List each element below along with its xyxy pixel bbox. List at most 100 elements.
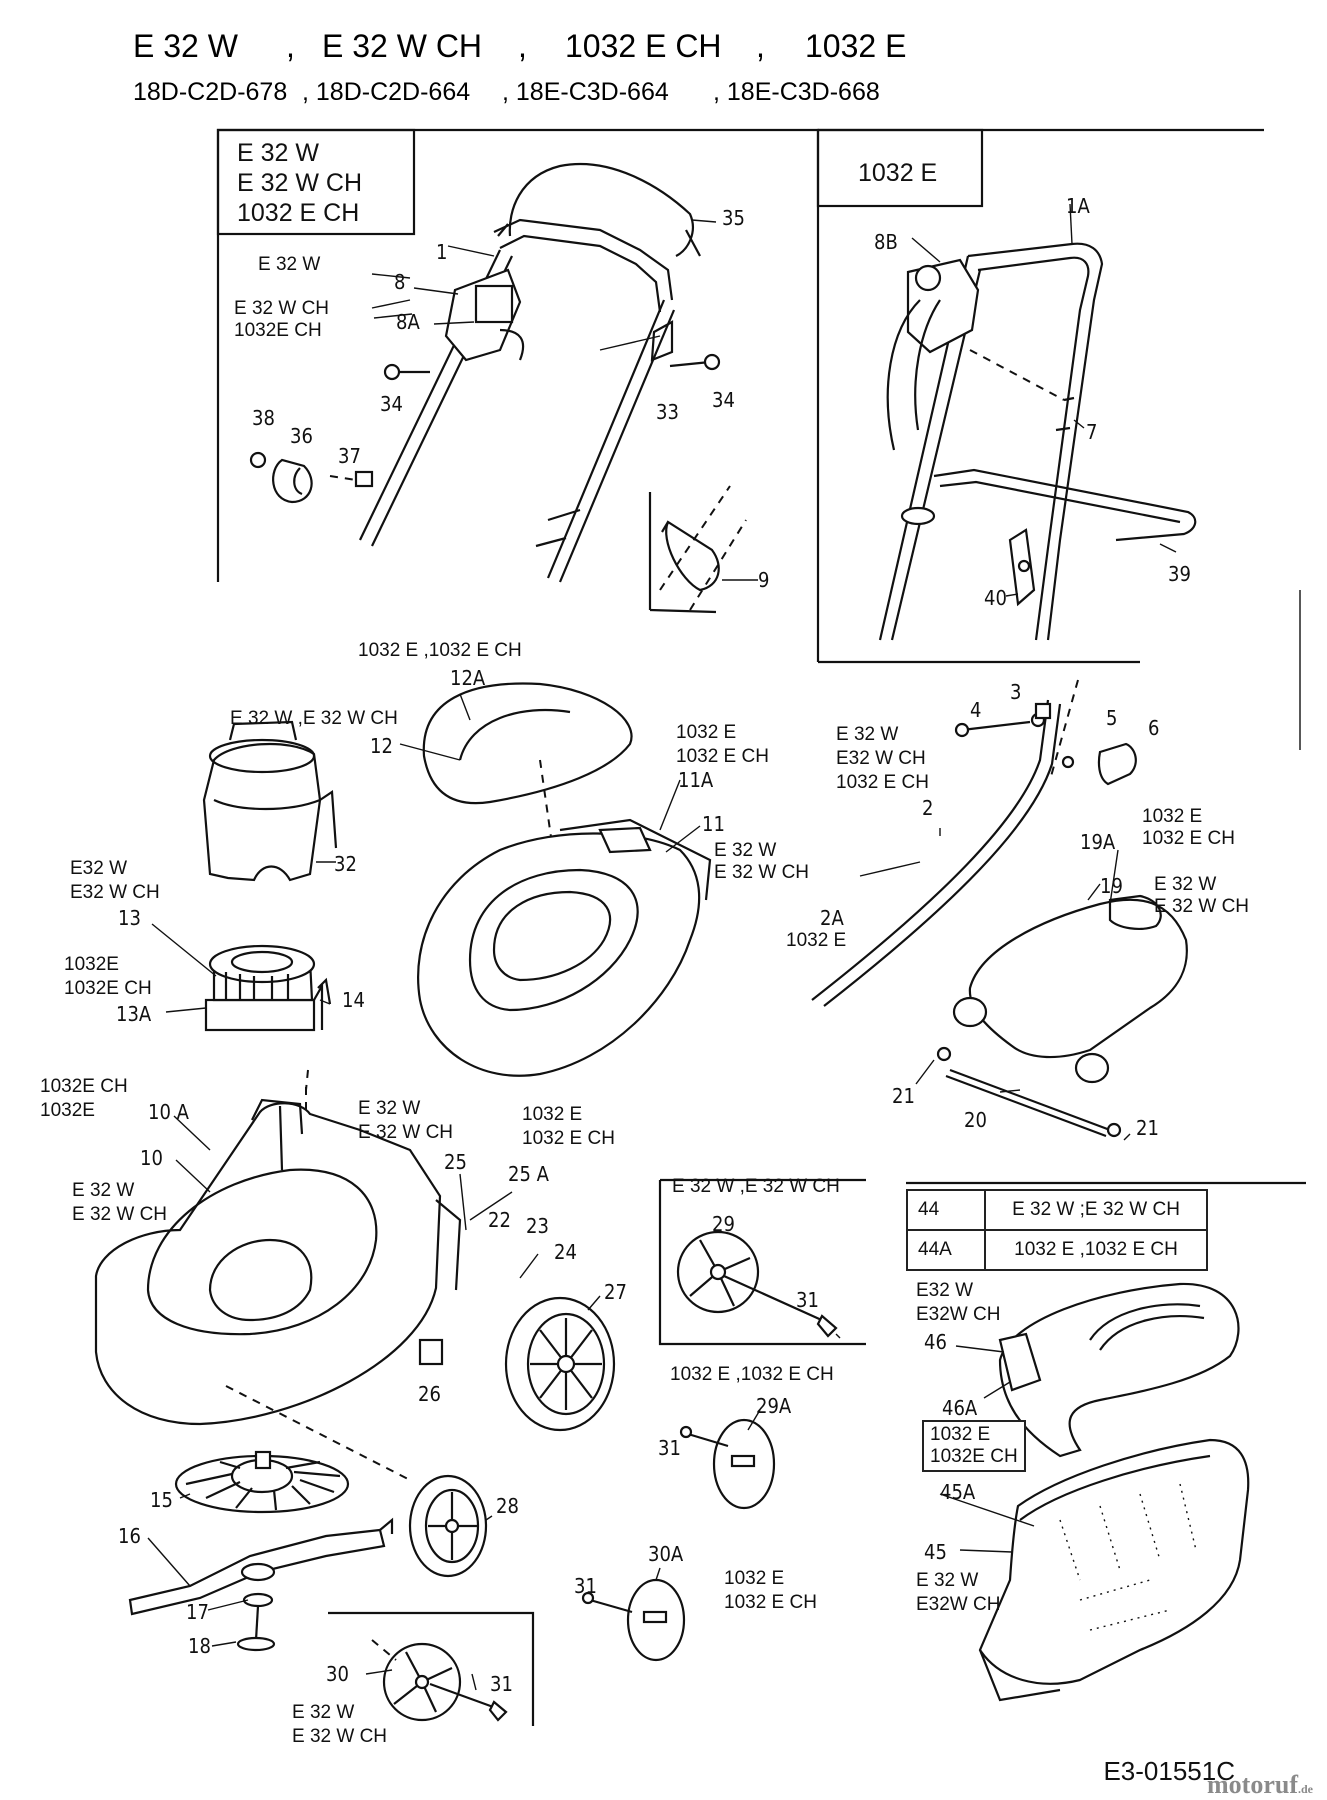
legend-desc: E 32 W ;E 32 W CH — [984, 1189, 1208, 1231]
part-20: 20 — [964, 1108, 987, 1132]
label-12a-models: 1032 E ,1032 E CH — [358, 640, 522, 661]
variant-legend: 44 E 32 W ;E 32 W CH 44A 1032 E ,1032 E … — [906, 1189, 1208, 1271]
wheel-27 — [504, 1296, 616, 1432]
label-13a-1: 1032E — [64, 954, 119, 975]
clip-detail-9 — [648, 485, 758, 614]
label-30a-1: 1032 E — [724, 1568, 785, 1589]
part-21-left: 21 — [892, 1084, 915, 1108]
part-19: 19 — [1100, 874, 1123, 898]
part-8b: 8B — [874, 230, 898, 254]
part-29a: 29A — [756, 1394, 792, 1418]
label-46-1: E32 W — [916, 1280, 974, 1301]
label-25-1: E 32 W — [358, 1098, 421, 1119]
wheel-28 — [408, 1474, 488, 1578]
model-sep: , — [756, 28, 765, 64]
part-37: 37 — [338, 444, 361, 468]
box-top-right: 1032 E — [858, 159, 938, 187]
part-26: 26 — [418, 1382, 441, 1406]
label-25a-2: 1032 E CH — [522, 1128, 615, 1149]
model-1032e: 1032 E — [805, 28, 907, 64]
part-31-a: 31 — [796, 1288, 819, 1312]
label-30a-2: 1032 E CH — [724, 1592, 817, 1613]
part-4: 4 — [970, 698, 982, 722]
part-21-right: 21 — [1136, 1116, 1159, 1140]
code-3: , 18E-C3D-664 — [502, 78, 669, 106]
label-32-1: E32 W — [70, 858, 128, 879]
box-top-left-line2: E 32 W CH — [237, 169, 363, 197]
part-13a: 13A — [116, 1002, 152, 1026]
part-35: 35 — [722, 206, 745, 230]
label-11-2: E 32 W CH — [714, 862, 810, 883]
label-2-1: E 32 W — [836, 724, 899, 745]
label-19-2: E 32 W CH — [1154, 896, 1250, 917]
part-28: 28 — [496, 1494, 519, 1518]
part-19a: 19A — [1080, 830, 1116, 854]
part-36: 36 — [290, 424, 313, 448]
part-10: 10 — [140, 1146, 163, 1170]
part-7: 7 — [1086, 420, 1098, 444]
label-11a-1: 1032 E — [676, 722, 737, 743]
part-40: 40 — [984, 586, 1007, 610]
part-23: 23 — [526, 1214, 549, 1238]
code-1: 18D-C2D-678 — [133, 78, 288, 106]
legend-code: 44 — [906, 1189, 986, 1231]
legend-code: 44A — [906, 1229, 986, 1271]
part-13: 13 — [118, 906, 141, 930]
part-46: 46 — [924, 1330, 947, 1354]
part-10a: 10 A — [148, 1100, 189, 1124]
label-30-1: E 32 W — [292, 1702, 355, 1723]
label-2a: 1032 E — [786, 930, 847, 951]
part-29: 29 — [712, 1212, 735, 1236]
part-30: 30 — [326, 1662, 349, 1686]
part-1a: 1A — [1066, 194, 1090, 218]
part-9: 9 — [758, 568, 770, 592]
label-10-1: E 32 W — [72, 1180, 135, 1201]
part-6: 6 — [1148, 716, 1160, 740]
part-30a: 30A — [648, 1542, 684, 1566]
code-2: , 18D-C2D-664 — [302, 78, 471, 106]
model-e32wch: E 32 W CH — [322, 28, 483, 64]
panel-borders — [216, 128, 1306, 1726]
label-32-2: E32 W CH — [70, 882, 160, 903]
hubcap-29 — [676, 1230, 838, 1338]
part-17: 17 — [186, 1600, 209, 1624]
label-29a: 1032 E ,1032 E CH — [670, 1364, 834, 1385]
cable-clip-36 — [249, 451, 374, 504]
part-11: 11 — [702, 812, 725, 836]
model-1032ech: 1032 E CH — [565, 28, 722, 64]
hubcap-30a — [581, 1578, 686, 1662]
part-31-d: 31 — [574, 1574, 597, 1598]
hubcap-30 — [371, 1639, 508, 1722]
motor-cover-32 — [202, 720, 338, 882]
part-1: 1 — [436, 240, 448, 264]
part-46a: 46A — [942, 1396, 978, 1420]
label-46a-1: 1032 E — [930, 1424, 991, 1445]
label-46a-2: 1032E CH — [930, 1446, 1018, 1467]
part-12: 12 — [370, 734, 393, 758]
part-8: 8 — [394, 270, 406, 294]
part-32: 32 — [334, 852, 357, 876]
label-1032ech-8a: 1032E CH — [234, 320, 322, 341]
part-2: 2 — [922, 796, 934, 820]
part-14: 14 — [342, 988, 365, 1012]
part-39: 39 — [1168, 562, 1191, 586]
model-sep: , — [286, 28, 295, 64]
housing-11 — [417, 818, 712, 1077]
part-2a: 2A — [820, 906, 844, 930]
part-25: 25 — [444, 1150, 467, 1174]
label-29: E 32 W ,E 32 W CH — [672, 1176, 840, 1197]
label-19a-2: 1032 E CH — [1142, 828, 1235, 849]
part-34-left: 34 — [380, 392, 403, 416]
label-30-2: E 32 W CH — [292, 1726, 388, 1747]
handle-1032e — [878, 242, 1197, 641]
part-5: 5 — [1106, 706, 1118, 730]
part-16: 16 — [118, 1524, 141, 1548]
hubcap-29a — [679, 1418, 776, 1510]
grass-box-19 — [936, 894, 1188, 1138]
part-38: 38 — [252, 406, 275, 430]
cover-12 — [422, 682, 633, 901]
box-top-left-line3: 1032 E CH — [237, 199, 360, 227]
motor-13 — [204, 944, 332, 1091]
